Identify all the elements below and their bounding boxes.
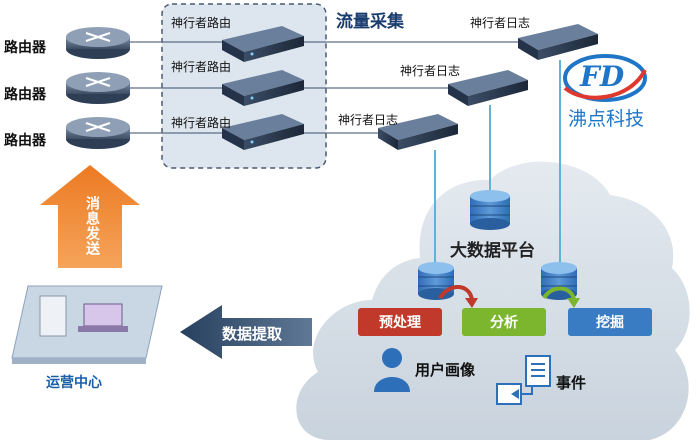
section-title: 流量采集 (336, 12, 404, 32)
user-profile-icon (374, 348, 410, 392)
curved-arrow-icon (438, 285, 474, 301)
router-icon (66, 27, 130, 59)
cloud-background (296, 161, 690, 440)
logger-device-icon (518, 24, 598, 60)
extract-left-arrow (180, 305, 312, 359)
router-icon (66, 72, 130, 104)
collector-device-icon (222, 26, 304, 62)
mine-step: 挖掘 (568, 308, 652, 336)
logger-label: 神行者日志 (338, 113, 399, 127)
logger-label: 神行者日志 (400, 64, 461, 78)
uplink-lines (434, 60, 561, 270)
database-icon (470, 190, 510, 230)
collector-label: 神行者路由 (171, 16, 232, 30)
curved-arrow-head-icon (465, 298, 478, 308)
data-extract-label: 数据提取 (222, 325, 283, 343)
ops-center-label: 运营中心 (46, 375, 102, 391)
router-label: 路由器 (4, 40, 46, 56)
brand-name: 沸点科技 (568, 108, 645, 130)
collector-device-icon (222, 114, 304, 150)
curved-arrow-head-icon (567, 298, 580, 308)
events-document-icon (496, 355, 551, 405)
logger-device-icon (378, 114, 458, 150)
events-label: 事件 (556, 374, 587, 392)
analyze-step: 分析 (462, 308, 546, 336)
curved-arrow-icon (542, 286, 576, 301)
logger-label: 神行者日志 (470, 16, 531, 30)
router-label: 路由器 (4, 87, 46, 103)
logger-device-icon (448, 70, 528, 106)
connection-lines (130, 41, 525, 134)
ops-center-icon (11, 285, 163, 364)
collector-label: 神行者路由 (171, 116, 232, 130)
user-profile-label: 用户画像 (415, 361, 476, 379)
router-label: 路由器 (4, 133, 46, 149)
preprocess-step: 预处理 (358, 308, 442, 336)
router-icon (66, 117, 130, 149)
collector-device-icon (222, 70, 304, 106)
send-up-arrow (40, 165, 140, 268)
brand-logo-icon (563, 54, 647, 102)
collector-label: 神行者路由 (171, 60, 232, 74)
send-arrow-label: 消息发送 (84, 196, 100, 256)
big-data-platform-label: 大数据平台 (450, 241, 535, 261)
brand-logo-text: FD (580, 60, 625, 93)
database-icon (418, 262, 454, 300)
